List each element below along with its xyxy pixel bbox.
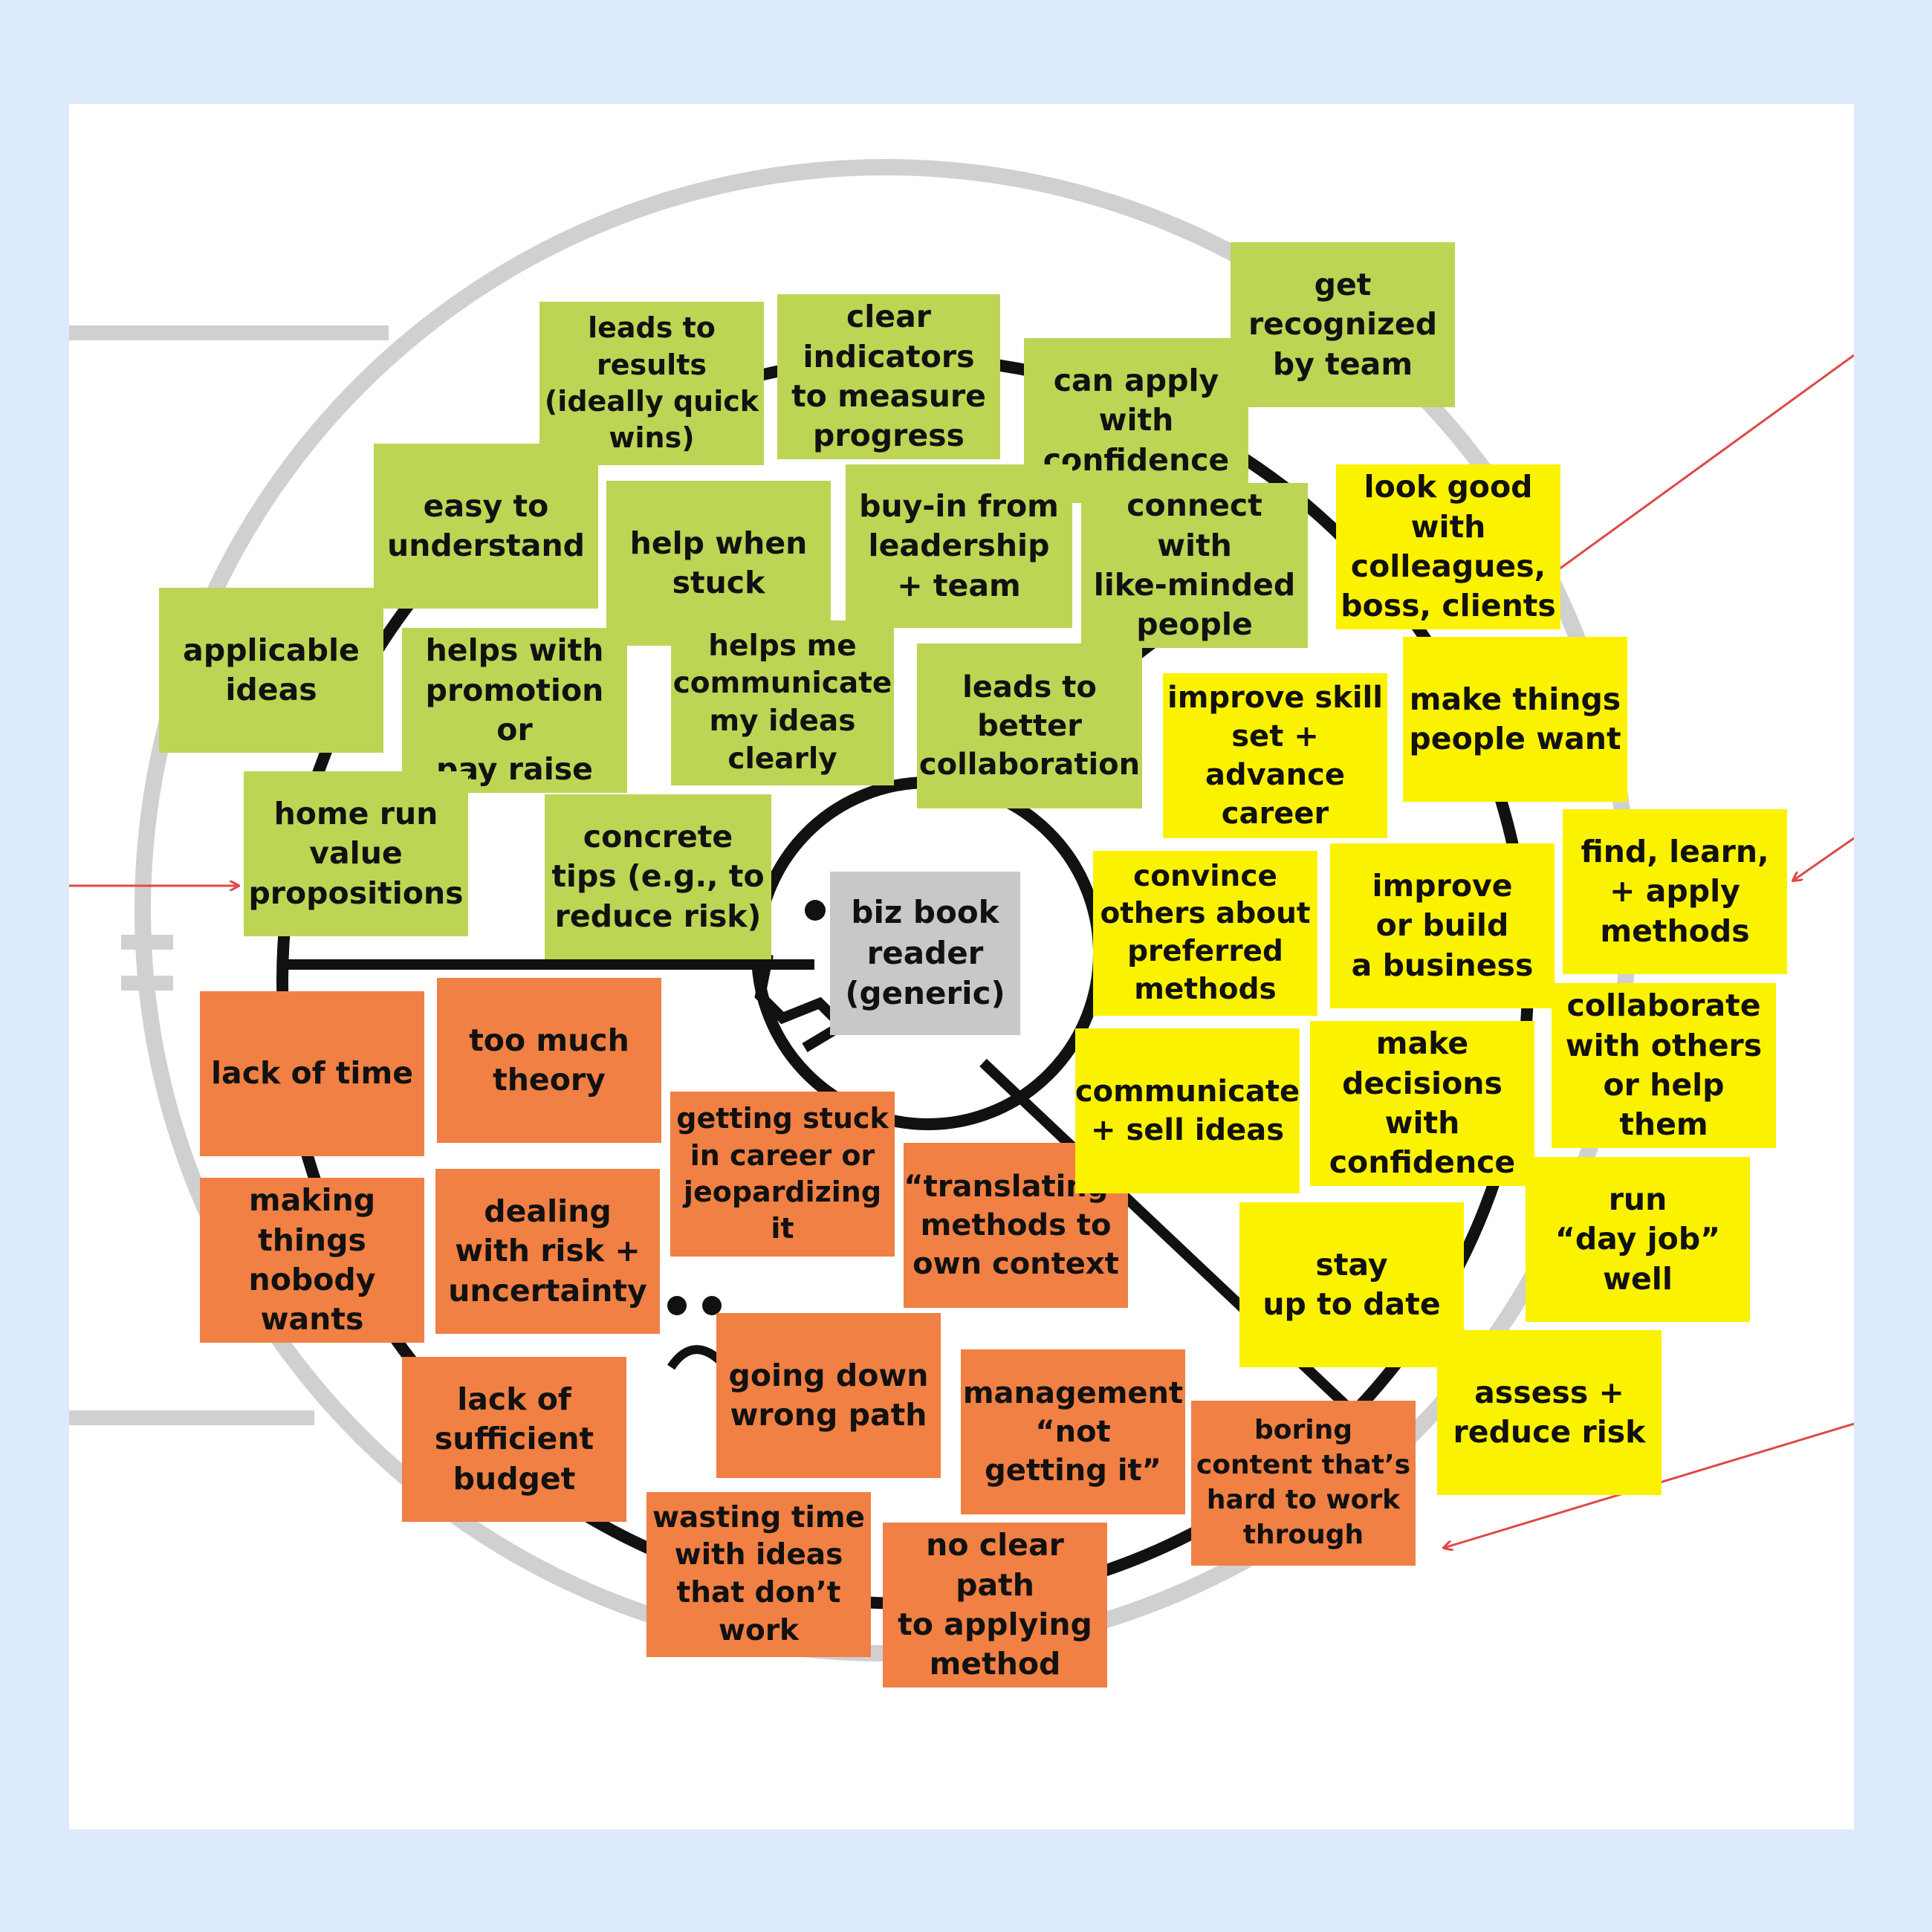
gain-note: applicable ideas [159, 588, 383, 753]
gain-note: connect with like-minded people [1081, 483, 1308, 648]
gain-note: helps me communicate my ideas clearly [671, 620, 894, 785]
gain-note: clear indicators to measure progress [777, 294, 1000, 459]
gain-note: buy-in from leadership + team [846, 464, 1072, 628]
pain-note: making things nobody wants [200, 1178, 424, 1343]
sad-mouth [667, 1345, 727, 1370]
job-note: run “day job” well [1526, 1157, 1750, 1322]
arrow-top-right [1529, 354, 1854, 591]
job-note: make things people want [1403, 637, 1627, 802]
pain-note: too much theory [437, 978, 661, 1143]
job-note: make decisions with confidence [1310, 1021, 1534, 1186]
job-note: improve or build a business [1330, 843, 1555, 1008]
sad-eye-left [667, 1296, 687, 1315]
job-note: improve skill set + advance career [1163, 673, 1387, 838]
pain-note: dealing with risk + uncertainty [435, 1169, 660, 1334]
gain-note: helps with promotion or pay raise [402, 628, 627, 793]
pain-note: going down wrong path [716, 1313, 941, 1478]
gain-note: concrete tips (e.g., to reduce risk) [545, 794, 771, 959]
gain-note: leads to better collaboration [917, 644, 1142, 808]
arrow-mid-right [1793, 837, 1854, 881]
job-note: convince others about preferred methods [1093, 851, 1317, 1016]
gain-note: get recognized by team [1231, 242, 1455, 407]
pain-note: lack of time [200, 991, 424, 1156]
gain-note: help when stuck [606, 481, 831, 646]
gain-note: leads to results (ideally quick wins) [539, 302, 764, 465]
pain-note: boring content that’s hard to work throu… [1191, 1401, 1416, 1566]
gain-note: home run value propositions [244, 771, 468, 936]
face-eye [805, 900, 826, 921]
job-note: collaborate with others or help them [1552, 983, 1776, 1148]
job-note: look good with colleagues, boss, clients [1336, 464, 1560, 629]
job-note: find, learn, + apply methods [1563, 809, 1787, 974]
sad-eye-right [702, 1296, 722, 1315]
job-note: communicate + sell ideas [1075, 1028, 1300, 1193]
pain-note: wasting time with ideas that don’t work [646, 1492, 871, 1657]
customer-profile-card: biz book reader (generic) [830, 872, 1020, 1035]
job-note: stay up to date [1239, 1202, 1464, 1367]
gain-note: easy to understand [374, 444, 598, 609]
canvas: biz book reader (generic) leads to resul… [69, 104, 1854, 1829]
job-note: assess + reduce risk [1437, 1330, 1662, 1495]
pain-note: no clear path to applying method [883, 1523, 1107, 1688]
pain-note: lack of sufficient budget [402, 1357, 626, 1522]
pain-note: getting stuck in career or jeopardizing … [670, 1092, 895, 1257]
pain-note: management “not getting it” [961, 1349, 1185, 1514]
divider-diagonal-bottom [979, 1058, 1388, 1446]
